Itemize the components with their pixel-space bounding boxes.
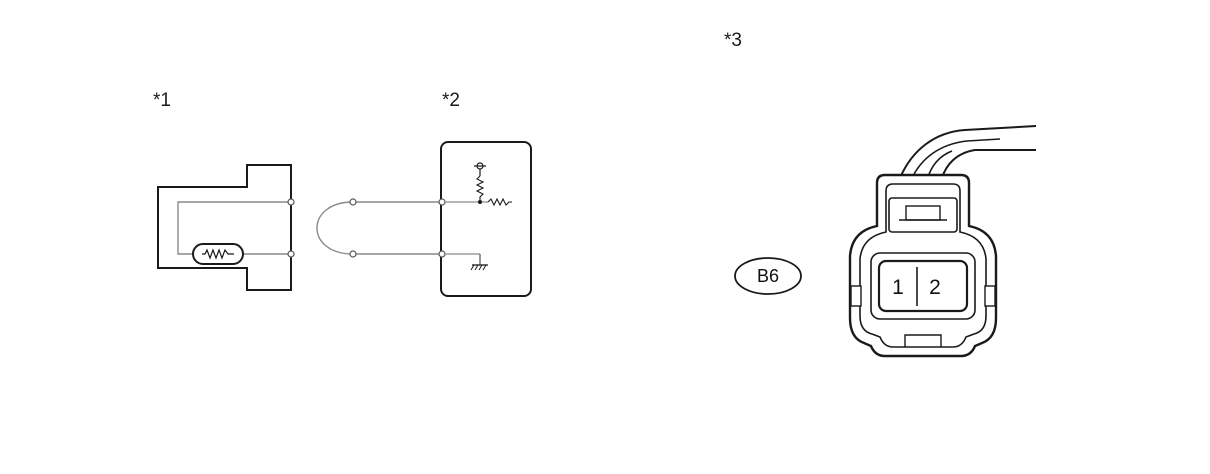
connector-code-tag: B6 [734, 257, 802, 295]
connector-side-guide-left [850, 285, 862, 307]
connector-housing-outer [848, 173, 998, 358]
connector-wire-harness [899, 125, 1037, 181]
ecu-series-resistor-icon [487, 197, 512, 207]
harness-node-upper [349, 198, 357, 206]
harness-wires [316, 198, 442, 258]
callout-3-label: *3 [724, 30, 742, 51]
sensor-component [157, 164, 295, 291]
pin-number-2: 2 [929, 276, 941, 299]
ecu-terminal-upper [438, 198, 446, 206]
harness-node-lower [349, 250, 357, 258]
callout-1-label: *1 [153, 90, 171, 111]
connector-side-guide-right [984, 285, 996, 307]
sensor-terminal-upper [287, 198, 295, 206]
connector-cavity-frame [870, 252, 976, 320]
ecu-junction-dot [478, 200, 482, 204]
harness-loop-wire [316, 201, 354, 255]
ecu-box-outline [440, 141, 532, 297]
pin-number-1: 1 [892, 276, 904, 299]
connector-bottom-key [904, 334, 942, 347]
connector-front-view: 1 2 [848, 125, 1037, 358]
sensor-body-outline [157, 164, 292, 291]
callout-2-label: *2 [442, 90, 460, 111]
ground-icon [470, 264, 488, 271]
connector-lock-latch [888, 197, 958, 233]
sensor-terminal-lower [287, 250, 295, 258]
ecu-component [438, 141, 532, 297]
connector-housing-inner [859, 183, 987, 348]
connector-code-label: B6 [757, 266, 779, 286]
ecu-pullup-resistor-icon [475, 175, 485, 202]
resistor-zigzag-icon [202, 248, 234, 260]
ecu-terminal-lower [438, 250, 446, 258]
connector-code-ellipse [734, 257, 802, 295]
sensor-internal-wire [177, 201, 291, 255]
connector-cavity-block [877, 259, 969, 313]
